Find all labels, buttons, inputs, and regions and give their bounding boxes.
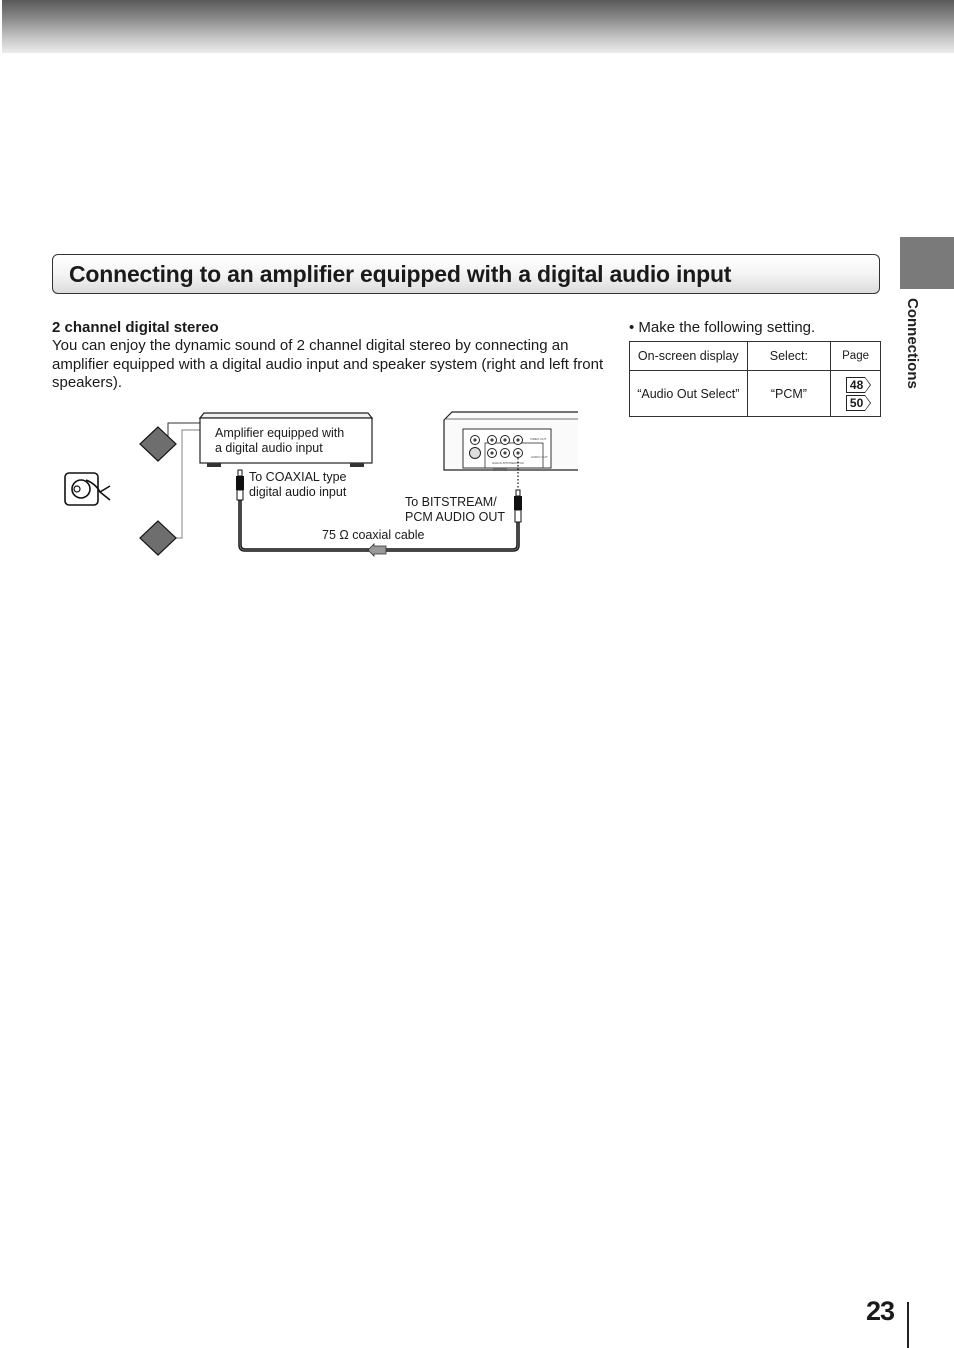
signal-arrow xyxy=(367,543,387,557)
coaxial-label-line1: To COAXIAL type xyxy=(249,470,347,484)
rca-plug xyxy=(236,469,244,501)
header-gradient-band xyxy=(2,0,954,53)
cell-pages: 48 50 xyxy=(830,370,881,417)
speaker-icon xyxy=(139,426,177,462)
table-header-row: On-screen display Select: Page xyxy=(629,341,881,371)
cell-display: “Audio Out Select” xyxy=(629,370,748,417)
intro-paragraph: You can enjoy the dynamic sound of 2 cha… xyxy=(52,337,604,391)
subheading: 2 channel digital stereo xyxy=(52,319,219,336)
section-title-box: Connecting to an amplifier equipped with… xyxy=(52,254,880,294)
bitstream-label-line2: PCM AUDIO OUT xyxy=(405,510,506,524)
page-number: 23 xyxy=(866,1296,895,1326)
setting-instruction: • Make the following setting. xyxy=(629,319,816,336)
page-reference-50[interactable]: 50 xyxy=(845,394,872,411)
column-header: Select: xyxy=(746,341,832,371)
rca-plug xyxy=(514,489,522,523)
side-tab-marker xyxy=(900,237,954,289)
svg-text:AUDIO OUT: AUDIO OUT xyxy=(531,455,548,459)
table-row: “Audio Out Select” “PCM” 48 50 xyxy=(629,370,881,417)
dvd-player-rear-panel: VIDEO OUT AUDIO OUT ANALOG BITSTREAM/PCM xyxy=(443,411,578,471)
amplifier-label-line2: a digital audio input xyxy=(215,441,323,455)
page-reference-48[interactable]: 48 xyxy=(845,376,872,393)
cable-label: 75 Ω coaxial cable xyxy=(322,528,425,542)
settings-table: On-screen display Select: Page “Audio Ou… xyxy=(629,341,881,417)
svg-text:ANALOG BITSTREAM/PCM: ANALOG BITSTREAM/PCM xyxy=(492,462,524,465)
connection-diagram: VIDEO OUT AUDIO OUT ANALOG BITSTREAM/PCM xyxy=(64,411,578,557)
page-number-rule xyxy=(907,1302,909,1348)
svg-text:VIDEO OUT: VIDEO OUT xyxy=(530,437,547,441)
column-header: Page xyxy=(830,341,881,371)
section-title: Connecting to an amplifier equipped with… xyxy=(69,261,732,287)
sound-field-icon xyxy=(64,472,111,506)
column-header: On-screen display xyxy=(629,341,748,371)
speaker-icon xyxy=(139,520,177,556)
speaker-wires xyxy=(167,422,200,539)
cell-select: “PCM” xyxy=(746,370,832,417)
bitstream-label-line1: To BITSTREAM/ xyxy=(405,495,497,509)
amplifier xyxy=(198,412,374,467)
amplifier-label-line1: Amplifier equipped with xyxy=(215,426,345,440)
coaxial-label-line2: digital audio input xyxy=(249,485,347,499)
